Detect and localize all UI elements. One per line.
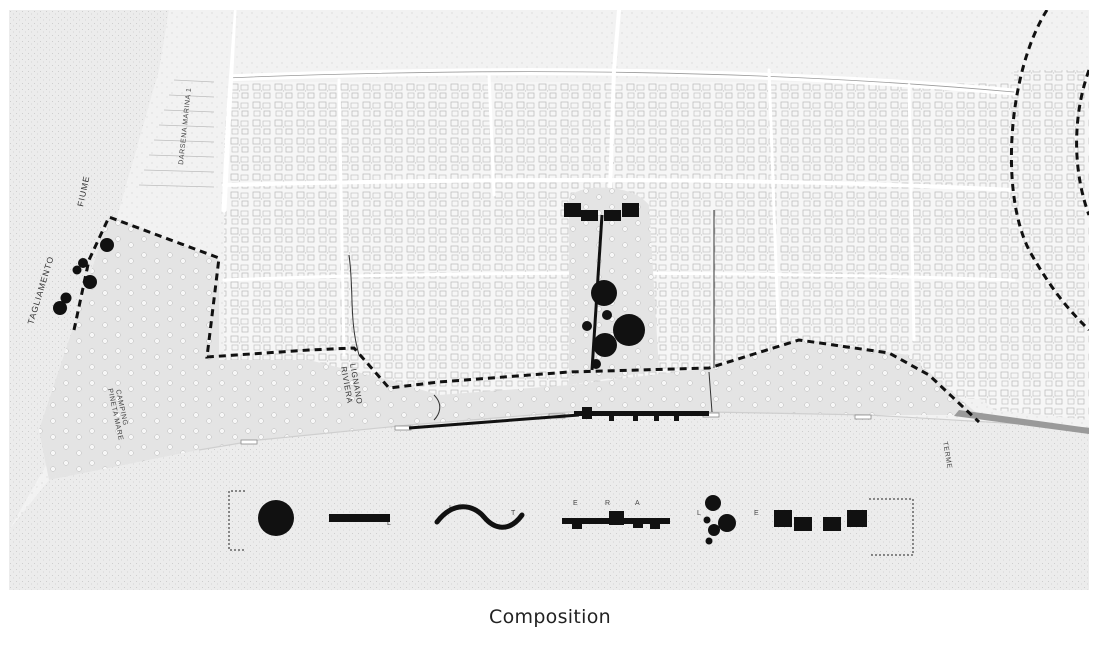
connector-lines (348, 210, 715, 421)
promenade-east (954, 410, 1089, 434)
project-boundary-line (72, 215, 981, 424)
legend-pier-icon (562, 511, 670, 529)
coastal-pine-strip (199, 340, 979, 450)
sea-letter: L (697, 510, 702, 517)
legend-cluster-icon (703, 495, 736, 545)
label-terme: TERME (941, 441, 953, 469)
sea-letter: E (573, 500, 578, 507)
harbour-area (129, 10, 234, 215)
legend-bracket-left (228, 490, 245, 551)
sea-letter: T (511, 510, 516, 517)
circle-cluster-river (53, 238, 114, 315)
beach-promenade-line (408, 413, 580, 430)
east-district-boundary (1009, 10, 1089, 332)
legend-wave-icon (434, 504, 525, 530)
sea-letter: L (387, 520, 392, 527)
east-district-inner-boundary (1075, 69, 1089, 216)
legend-squares-icon (774, 510, 867, 531)
site-plan-map: FIUME TAGLIAMENTO DARSENA MARINA 1 CAMPI… (9, 10, 1089, 590)
legend-line-icon (329, 514, 390, 522)
harbour-piers (138, 79, 215, 188)
urban-blocks-north (239, 10, 1009, 72)
circle-cluster-park (582, 280, 645, 369)
sea-letter: R (605, 500, 611, 507)
legend-circle-icon (258, 500, 294, 536)
sea-letter: E (754, 510, 759, 517)
square-group-park (564, 203, 639, 221)
figure-caption: Composition (489, 606, 611, 628)
beach-and-sea (9, 412, 1089, 590)
composition-legend: L I T E R A L E (228, 490, 914, 556)
legend-bracket-right (869, 498, 914, 556)
urban-blocks-east (959, 70, 1089, 420)
street-network (220, 10, 1018, 357)
pier-bar (574, 407, 709, 421)
camping-area (39, 215, 224, 480)
sea-letter: A (635, 500, 640, 507)
